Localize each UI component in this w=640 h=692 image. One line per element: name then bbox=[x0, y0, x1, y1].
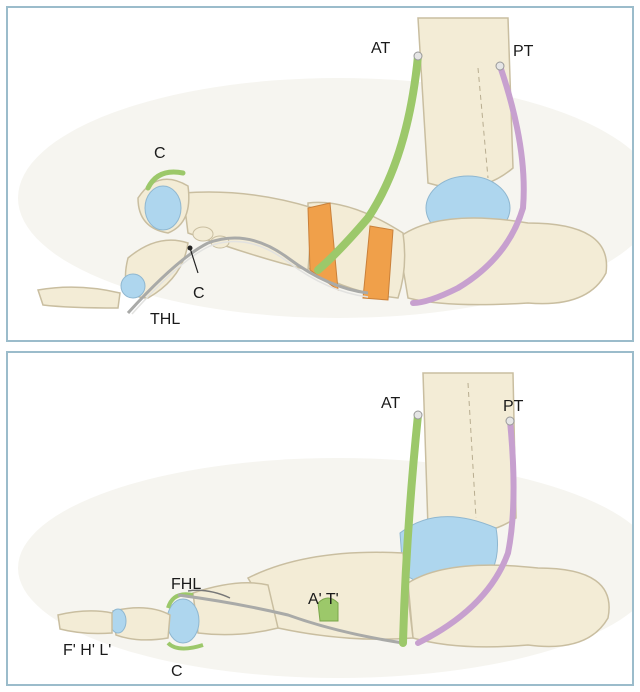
label-at-prime: A' T' bbox=[308, 591, 339, 608]
at-tendon-end bbox=[414, 52, 422, 60]
label-c: C bbox=[171, 663, 183, 680]
tibia-bone bbox=[418, 18, 513, 188]
sesamoid-1 bbox=[193, 227, 213, 241]
bottom-foot-illustration: AT PT FHL A' T' F' H' L' C bbox=[8, 353, 632, 684]
bottom-panel: AT PT FHL A' T' F' H' L' C bbox=[6, 351, 634, 686]
distal-phalanx bbox=[38, 287, 120, 308]
top-foot-illustration: AT PT C C THL bbox=[8, 8, 632, 340]
c-pointer-dot bbox=[188, 246, 193, 251]
calcaneus-bone bbox=[398, 218, 607, 305]
joint-cartilage bbox=[145, 186, 181, 230]
label-c-top: C bbox=[154, 145, 166, 162]
label-at: AT bbox=[381, 395, 400, 412]
top-panel: AT PT C C THL bbox=[6, 6, 634, 342]
phalanx-cartilage bbox=[121, 274, 145, 298]
joint-cartilage bbox=[167, 599, 199, 643]
pt-tendon-end bbox=[496, 62, 504, 70]
distal-phalanx bbox=[58, 611, 112, 634]
label-thl: THL bbox=[150, 311, 180, 328]
pt-tendon-end bbox=[506, 417, 514, 425]
label-fhl: FHL bbox=[171, 576, 201, 593]
label-pt: PT bbox=[513, 43, 534, 60]
at-tendon-end bbox=[414, 411, 422, 419]
label-pt: PT bbox=[503, 398, 524, 415]
label-fhl-prime: F' H' L' bbox=[63, 642, 111, 659]
label-at: AT bbox=[371, 40, 390, 57]
label-c-bottom: C bbox=[193, 285, 205, 302]
